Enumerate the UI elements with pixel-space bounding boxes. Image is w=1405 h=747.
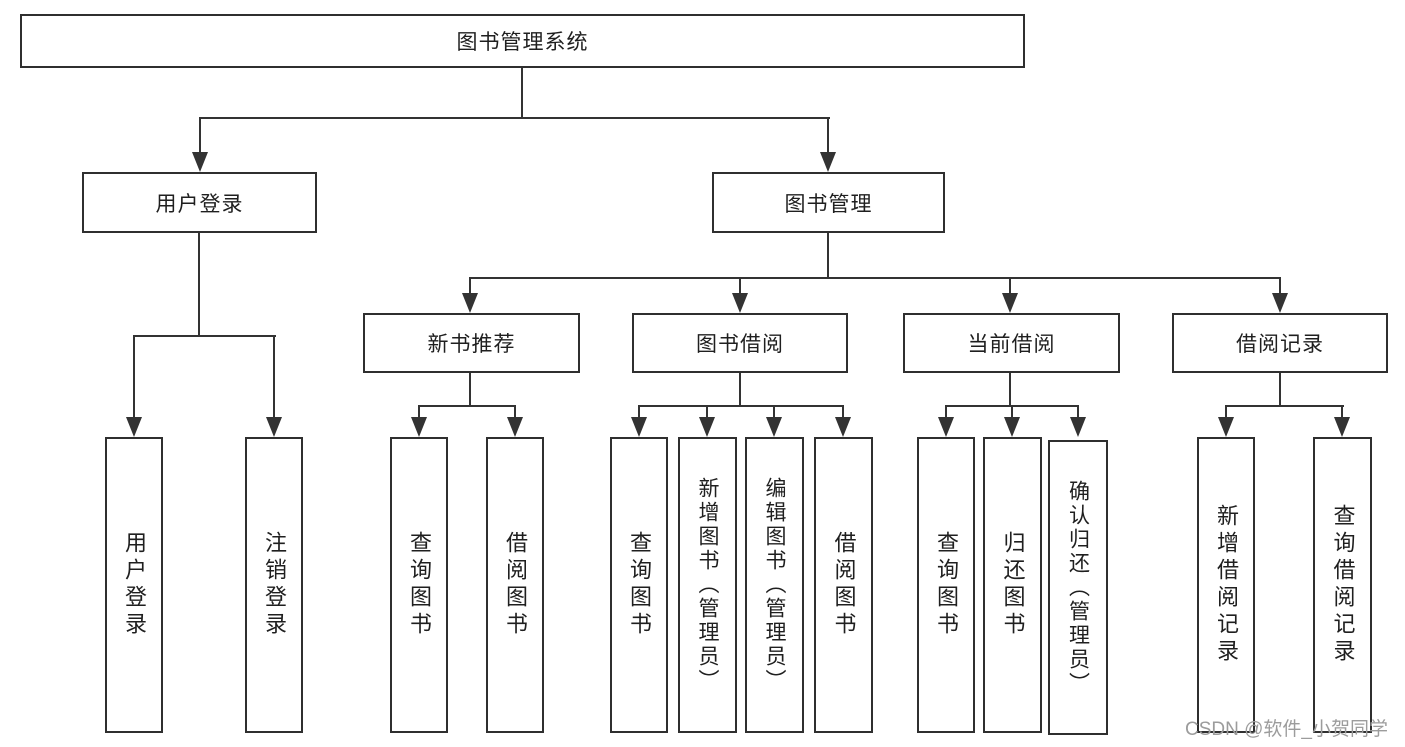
leaf-query-books-recommend: 查询图书: [390, 437, 448, 733]
connector-line: [521, 68, 523, 118]
node-user-login: 用户登录: [82, 172, 317, 233]
connector-line: [418, 405, 420, 419]
connector-line: [133, 335, 276, 337]
connector-line: [469, 277, 471, 295]
leaf-query-books-current: 查询图书: [917, 437, 975, 733]
node-new-book-recommend: 新书推荐: [363, 313, 580, 373]
connector-line: [739, 373, 741, 407]
connector-line: [827, 233, 829, 279]
connector-line: [945, 405, 947, 419]
arrow-down-icon: [1272, 293, 1288, 313]
leaf-query-borrow-record: 查询借阅记录: [1313, 437, 1372, 733]
arrow-down-icon: [192, 152, 208, 172]
node-root: 图书管理系统: [20, 14, 1025, 68]
arrow-down-icon: [631, 417, 647, 437]
connector-line: [133, 335, 135, 419]
node-current-borrow: 当前借阅: [903, 313, 1120, 373]
arrow-down-icon: [1218, 417, 1234, 437]
arrow-down-icon: [938, 417, 954, 437]
connector-line: [1225, 405, 1227, 419]
leaf-borrow-books-recommend: 借阅图书: [486, 437, 544, 733]
connector-line: [1009, 373, 1011, 407]
arrow-down-icon: [1004, 417, 1020, 437]
arrow-down-icon: [835, 417, 851, 437]
arrow-down-icon: [507, 417, 523, 437]
leaf-return-books: 归还图书: [983, 437, 1042, 733]
connector-line: [842, 405, 844, 419]
connector-line: [638, 405, 640, 419]
leaf-add-borrow-record: 新增借阅记录: [1197, 437, 1255, 733]
connector-line: [514, 405, 516, 419]
connector-line: [199, 117, 201, 155]
arrow-down-icon: [820, 152, 836, 172]
connector-line: [198, 233, 200, 337]
arrow-down-icon: [126, 417, 142, 437]
connector-line: [773, 405, 775, 419]
connector-line: [199, 117, 830, 119]
arrow-down-icon: [766, 417, 782, 437]
connector-line: [1341, 405, 1343, 419]
connector-line: [1077, 405, 1079, 419]
csdn-watermark: CSDN @软件_小贺同学: [1185, 719, 1388, 740]
connector-line: [638, 405, 844, 407]
arrow-down-icon: [1002, 293, 1018, 313]
connector-line: [1011, 405, 1013, 419]
connector-line: [1279, 277, 1281, 295]
connector-line: [706, 405, 708, 419]
arrow-down-icon: [1334, 417, 1350, 437]
arrow-down-icon: [732, 293, 748, 313]
leaf-logout-login: 注销登录: [245, 437, 303, 733]
arrow-down-icon: [462, 293, 478, 313]
connector-line: [1225, 405, 1344, 407]
node-borrow-records: 借阅记录: [1172, 313, 1388, 373]
connector-line: [739, 277, 741, 295]
leaf-borrow-books: 借阅图书: [814, 437, 873, 733]
arrow-down-icon: [266, 417, 282, 437]
leaf-user-login: 用户登录: [105, 437, 163, 733]
arrow-down-icon: [699, 417, 715, 437]
leaf-edit-books-admin: 编辑图书（管理员）: [745, 437, 804, 733]
leaf-query-books-borrow: 查询图书: [610, 437, 668, 733]
connector-line: [469, 373, 471, 407]
connector-line: [1009, 277, 1011, 295]
node-book-management: 图书管理: [712, 172, 945, 233]
node-book-borrow: 图书借阅: [632, 313, 848, 373]
connector-line: [418, 405, 516, 407]
leaf-confirm-return-admin: 确认归还（管理员）: [1048, 440, 1108, 735]
leaf-add-books-admin: 新增图书（管理员）: [678, 437, 737, 733]
connector-line: [827, 117, 829, 155]
connector-line: [1279, 373, 1281, 407]
connector-line: [273, 335, 275, 419]
arrow-down-icon: [411, 417, 427, 437]
connector-line: [469, 277, 1281, 279]
arrow-down-icon: [1070, 417, 1086, 437]
